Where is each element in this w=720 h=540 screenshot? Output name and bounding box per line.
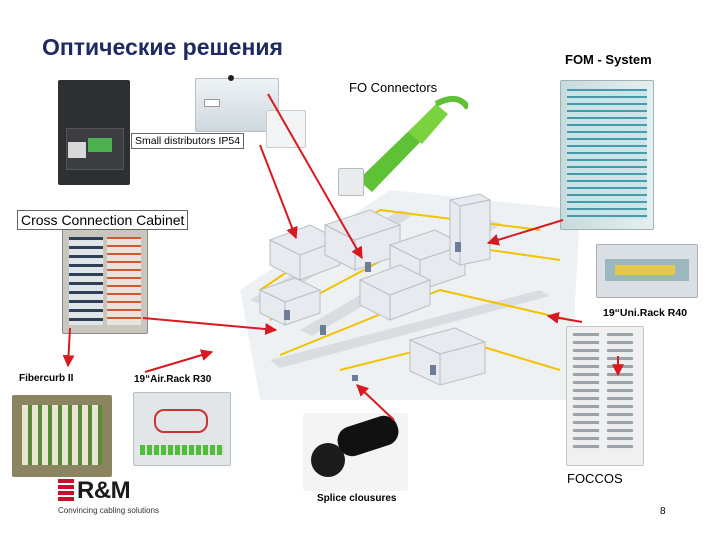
fo-connector-photo [358,96,468,192]
connector-housing-photo [338,168,364,196]
cross-connection-cabinet-photo [62,228,148,334]
fom-rack-photo [560,80,654,230]
rm-logo: R&M Convincing cabling solutions [58,477,159,515]
page-number: 8 [660,506,666,517]
fo-connectors-label: FO Connectors [349,80,438,95]
fom-system-label: FOM - System [565,52,652,67]
small-distributors-label: Small distributors IP54 [131,133,245,149]
cross-connection-label: Cross Connection Cabinet [17,210,189,230]
unirack-photo [596,244,698,298]
airrack-photo [133,392,231,466]
fibercurb-label: Fibercurb II [19,373,74,384]
rm-logo-bars [58,479,74,503]
distributor-cards-photo [266,110,306,148]
foccos-label: FOCCOS [567,471,623,486]
fibercurb-photo [12,395,112,477]
small-distributor-white-photo [195,75,279,132]
foccos-rack-photo [566,326,644,466]
rm-logo-tagline: Convincing cabling solutions [58,506,159,515]
splice-clousures-label: Splice clousures [317,493,397,504]
airrack-label: 19“Air.Rack R30 [134,374,212,385]
splice-closure-photo [303,412,408,491]
page-title: Оптические решения [42,34,283,60]
unirack-label: 19“Uni.Rack R40 [603,307,688,319]
rm-logo-text: R&M [77,477,131,504]
small-distributor-photo [58,80,130,185]
